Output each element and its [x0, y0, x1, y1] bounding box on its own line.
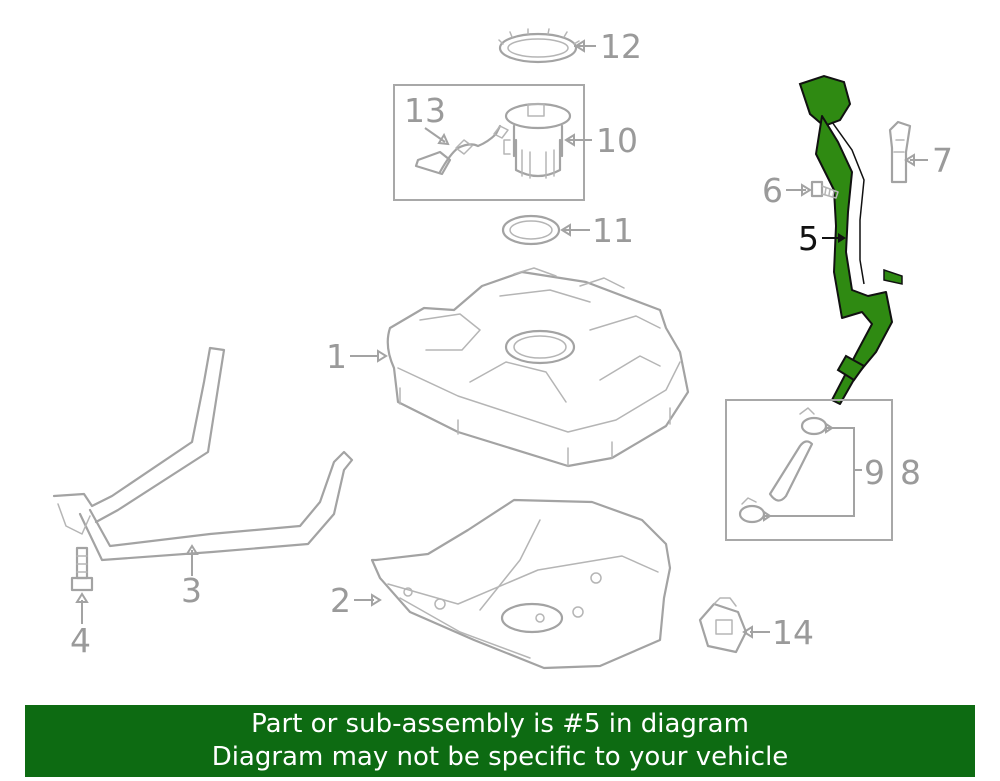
part-12-lock-ring — [498, 28, 580, 64]
callout-13: 13 — [404, 91, 446, 130]
part-3-tank-straps — [52, 346, 354, 562]
callout-5: 5 — [798, 219, 819, 258]
part-14-bracket — [698, 597, 748, 654]
part-7-clip — [888, 120, 912, 184]
notice-banner: Part or sub-assembly is #5 in diagram Di… — [25, 705, 975, 777]
callout-1: 1 — [326, 337, 347, 376]
callout-6: 6 — [762, 171, 783, 210]
callout-2: 2 — [330, 581, 351, 620]
part-10-fuel-pump — [503, 102, 572, 179]
part-2-shield — [370, 498, 672, 670]
banner-line-2: Diagram may not be specific to your vehi… — [211, 742, 789, 772]
callout-14: 14 — [772, 613, 814, 652]
callout-11: 11 — [592, 211, 634, 250]
part-6-screw — [810, 180, 839, 199]
hose-kit-box — [725, 399, 893, 541]
callout-4: 4 — [70, 621, 91, 660]
pump-assembly-box — [393, 84, 585, 201]
leader-lines — [75, 39, 928, 639]
callout-7: 7 — [932, 141, 953, 180]
callout-3: 3 — [181, 571, 202, 610]
part-13-wiring — [414, 124, 509, 176]
part-9-hose-clamps — [738, 407, 862, 524]
parts-diagram: 1 2 3 4 5 6 7 8 9 10 11 12 13 14 — [52, 27, 953, 670]
callout-9: 9 — [864, 453, 885, 492]
part-5-filler-neck — [798, 74, 903, 405]
callout-12: 12 — [600, 27, 642, 66]
callout-8: 8 — [900, 453, 921, 492]
callout-labels: 1 2 3 4 5 6 7 8 9 10 11 12 13 14 — [70, 27, 953, 660]
part-1-fuel-tank — [386, 267, 690, 468]
banner-line-1: Part or sub-assembly is #5 in diagram — [251, 709, 749, 739]
callout-10: 10 — [596, 121, 638, 160]
part-11-gasket — [501, 214, 561, 246]
part-4-bolt — [70, 546, 94, 592]
